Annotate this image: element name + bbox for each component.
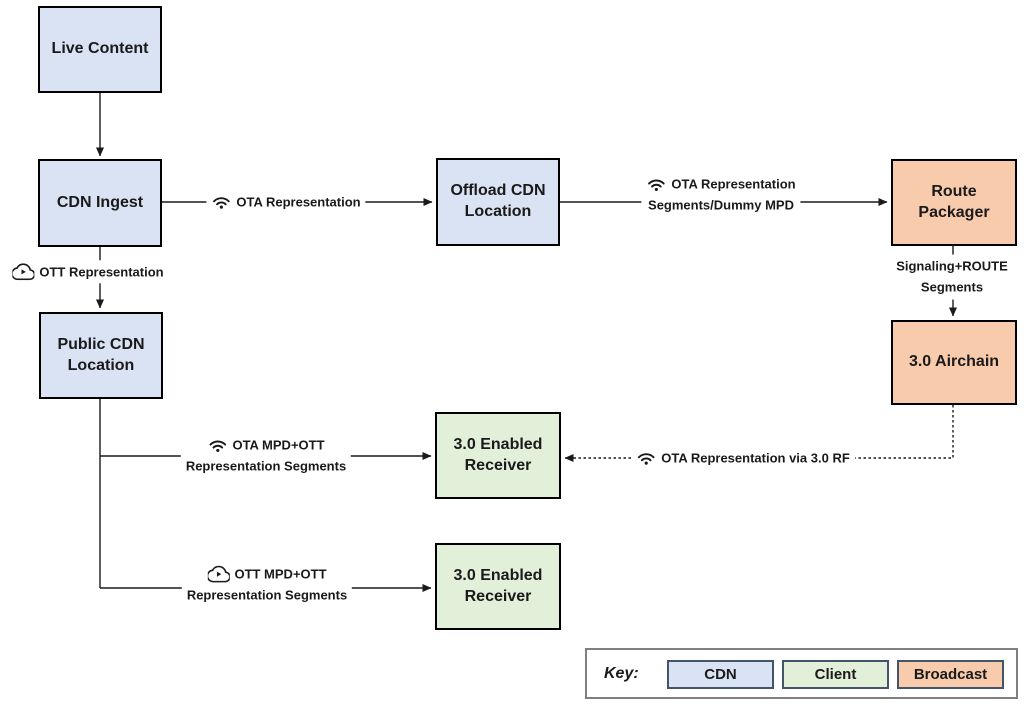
wifi-icon [211, 195, 231, 210]
legend-title: Key: [604, 664, 639, 682]
legend-label: Broadcast [913, 666, 988, 683]
node-label: Offload CDN Location [450, 182, 546, 220]
edge-label-ota-mpd-ott: OTA MPD+OTT Representation Segments [180, 433, 352, 479]
node-label: 3.0 Enabled Receiver [453, 566, 543, 605]
cloud-play-icon [207, 565, 230, 583]
edge-label-ott-representation: OTT Representation [7, 260, 169, 284]
node-cdn-ingest: CDN Ingest [38, 159, 162, 247]
edge-label-text: OTA Representation via 3.0 RF [661, 450, 850, 466]
edge-label-ota-representation: OTA Representation [206, 190, 366, 214]
node-label: 3.0 Enabled Receiver [453, 435, 543, 474]
edge-label-text: Representation Segments [185, 459, 347, 474]
wifi-icon [646, 177, 666, 192]
node-receiver-ott: 3.0 Enabled Receiver [435, 543, 561, 630]
edge-label-text: OTA Representation [671, 176, 796, 192]
edge-label-ota-via-rf: OTA Representation via 3.0 RF [631, 446, 855, 470]
legend: Key: CDN Client Broadcast [585, 648, 1018, 699]
edge-label-signaling-route: Signaling+ROUTE Segments [891, 254, 1013, 300]
node-label: Live Content [51, 40, 149, 58]
edge-label-text: Segments/Dummy MPD [648, 198, 794, 213]
node-airchain: 3.0 Airchain [891, 320, 1017, 405]
node-label: 3.0 Airchain [908, 353, 1000, 371]
node-label: CDN Ingest [56, 193, 144, 211]
node-live-content: Live Content [38, 6, 162, 93]
wifi-icon [207, 438, 227, 453]
node-label: Route Packager [918, 182, 990, 221]
edge-label-text: OTA Representation [236, 194, 361, 210]
edge-label-text: OTT Representation [39, 264, 164, 280]
edge-label-ott-mpd-ott: OTT MPD+OTT Representation Segments [181, 562, 353, 608]
legend-swatch-client: Client [782, 660, 889, 689]
node-offload-cdn-location: Offload CDN Location [436, 158, 560, 246]
edge-label-text: OTA MPD+OTT [232, 437, 325, 453]
edge-label-ota-representation-segments: OTA Representation Segments/Dummy MPD [641, 172, 801, 218]
edge-label-text: Representation Segments [186, 588, 348, 603]
cloud-play-icon [12, 263, 35, 281]
legend-label: CDN [704, 666, 737, 683]
edge-label-text: OTT MPD+OTT [234, 566, 327, 582]
edge-label-text: Segments [920, 280, 984, 295]
legend-swatch-cdn: CDN [667, 660, 774, 689]
edge-label-text: Signaling+ROUTE [896, 258, 1008, 274]
legend-swatch-broadcast: Broadcast [897, 660, 1004, 689]
node-receiver-ota: 3.0 Enabled Receiver [435, 412, 561, 499]
wifi-icon [636, 451, 656, 466]
node-route-packager: Route Packager [891, 159, 1017, 246]
legend-label: Client [814, 666, 857, 683]
node-public-cdn-location: Public CDN Location [39, 312, 163, 399]
node-label: Public CDN Location [57, 335, 145, 374]
